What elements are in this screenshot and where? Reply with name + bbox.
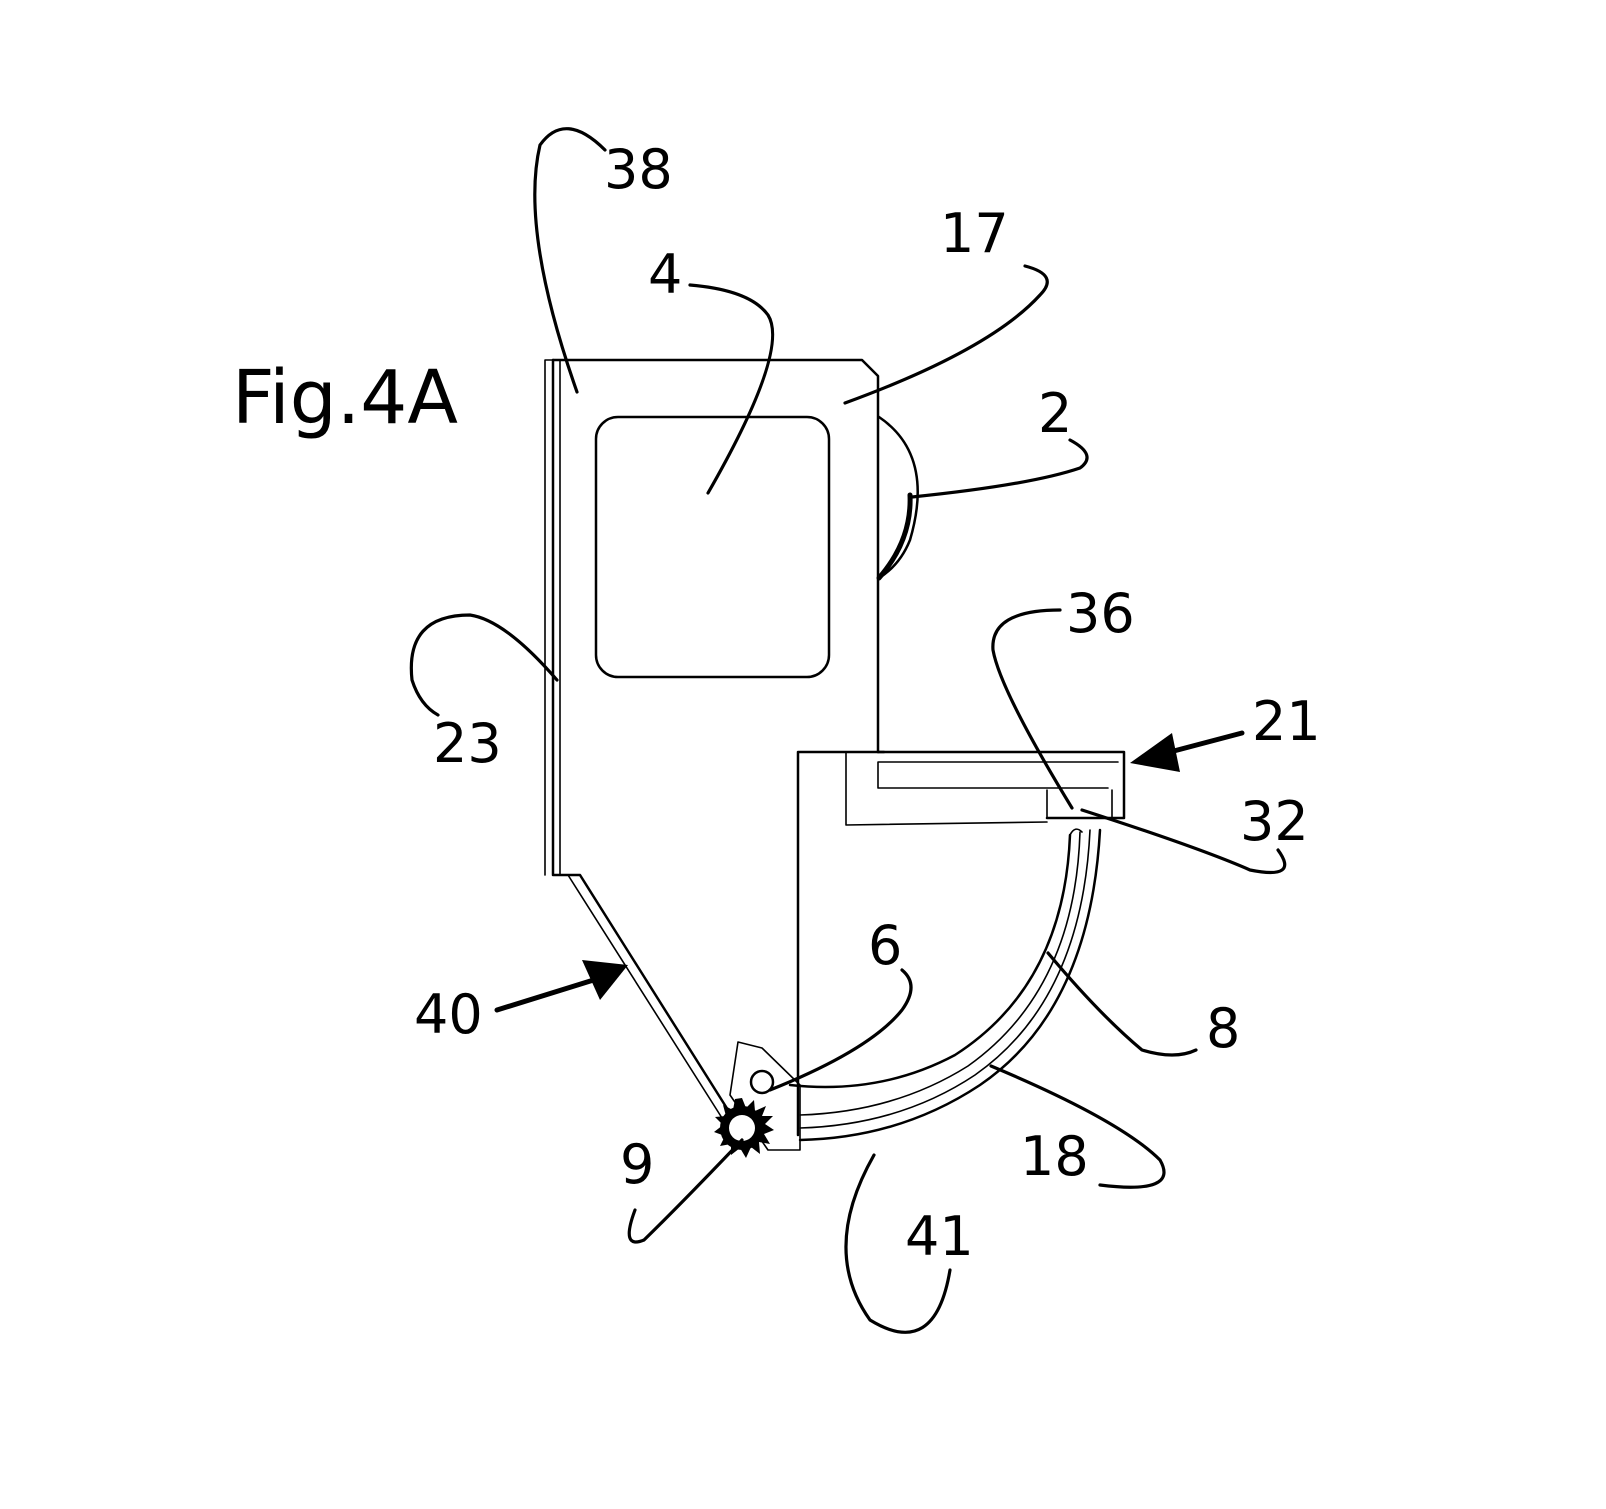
- leader-36: [991, 608, 1074, 810]
- figure-title: Fig.4A: [232, 355, 458, 441]
- arrow-40: [494, 960, 628, 1013]
- label-21: 21: [1252, 690, 1321, 753]
- leader-38: [533, 127, 607, 394]
- leader-17: [843, 264, 1049, 405]
- label-36: 36: [1066, 582, 1135, 645]
- leader-4: [688, 283, 775, 495]
- leader-32: [1080, 808, 1287, 875]
- leader-9: [627, 1138, 744, 1244]
- leader-6: [768, 968, 913, 1092]
- lower-frame: [796, 750, 1126, 1137]
- label-38: 38: [604, 138, 673, 201]
- label-4: 4: [648, 243, 682, 306]
- leader-18: [989, 1064, 1166, 1189]
- leader-lines: [409, 127, 1287, 1334]
- curved-channel: [729, 828, 1102, 1151]
- label-40: 40: [414, 983, 483, 1046]
- label-18: 18: [1020, 1125, 1089, 1188]
- label-9: 9: [620, 1133, 654, 1196]
- label-41: 41: [905, 1205, 974, 1268]
- pivot-6: [749, 1069, 775, 1095]
- leader-2: [910, 438, 1089, 499]
- label-32: 32: [1240, 790, 1309, 853]
- label-6: 6: [868, 914, 902, 977]
- wheel-9: [714, 1098, 774, 1158]
- lens-bump: [877, 415, 919, 580]
- leader-8: [1046, 951, 1198, 1057]
- display-window: [594, 415, 831, 679]
- arrow-21: [1130, 730, 1245, 772]
- leader-41: [844, 1153, 952, 1334]
- label-17: 17: [940, 202, 1009, 265]
- label-2: 2: [1038, 382, 1072, 445]
- leader-23: [409, 613, 559, 717]
- reference-labels: 38 4 17 2 23 36 21 32 6 40 8 9 18 41: [414, 138, 1321, 1268]
- label-8: 8: [1206, 997, 1240, 1060]
- device-housing: [544, 358, 919, 1119]
- label-23: 23: [433, 712, 502, 775]
